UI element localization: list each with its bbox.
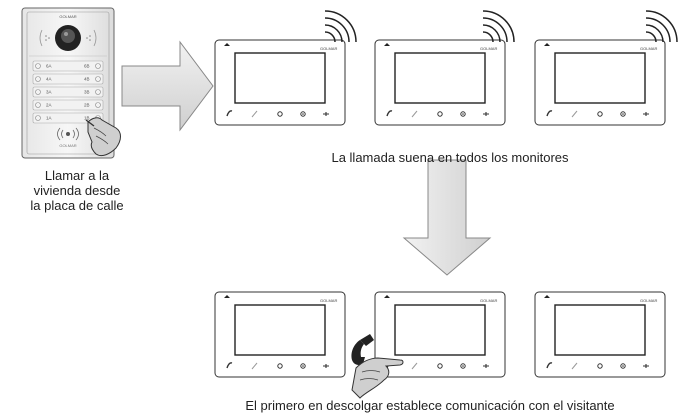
button-label: 1B <box>84 116 90 121</box>
waves-icon <box>482 10 515 43</box>
monitor-brand: GOLMAR <box>480 46 497 51</box>
button-row: 3A 3B <box>32 86 104 98</box>
caption-call-from-panel: Llamar a la vivienda desde la placa de c… <box>30 168 124 213</box>
monitor-bottom-2: GOLMAR <box>374 291 506 378</box>
speaker-grille <box>39 29 97 47</box>
caption-rings-all: La llamada suena en todos los monitores <box>331 150 569 165</box>
monitor-brand: GOLMAR <box>320 46 337 51</box>
button-label: 3A <box>46 90 52 95</box>
panel-brand: GOLMAR <box>59 14 76 19</box>
button-label: 6B <box>84 64 90 69</box>
button-label: 4B <box>84 77 90 82</box>
monitor-bottom-1: GOLMAR <box>214 291 346 378</box>
monitor-top-3: GOLMAR <box>534 39 666 126</box>
button-label: 2B <box>84 103 90 108</box>
waves-icon <box>645 10 678 43</box>
panel-bottom-brand: GOLMAR <box>59 143 76 148</box>
right-arrow <box>121 40 214 132</box>
button-row: 1A 1B <box>32 112 104 124</box>
monitor-brand: GOLMAR <box>320 298 337 303</box>
handset-icon <box>351 334 374 365</box>
call-buttons: 6A 6B 4A 4B 3A 3B 2A <box>32 60 104 124</box>
monitor-brand: GOLMAR <box>640 46 657 51</box>
down-arrow <box>402 159 492 276</box>
pressing-hand-icon <box>85 117 121 157</box>
waves-icon <box>324 10 357 43</box>
button-row: 6A 6B <box>32 60 104 72</box>
monitor-brand: GOLMAR <box>480 298 497 303</box>
caption-first-answer: El primero en descolgar establece comuni… <box>245 398 615 413</box>
answering-hand-icon <box>351 357 404 399</box>
monitor-top-2: GOLMAR <box>374 39 506 126</box>
door-panel: GOLMAR 6A 6B 4A <box>21 7 121 159</box>
monitor-top-1: GOLMAR <box>214 39 346 126</box>
button-label: 3B <box>84 90 90 95</box>
button-label: 6A <box>46 64 52 69</box>
button-row: 2A 2B <box>32 99 104 111</box>
button-row: 4A 4B <box>32 73 104 85</box>
monitor-bottom-3: GOLMAR <box>534 291 666 378</box>
button-label: 4A <box>46 77 52 82</box>
button-label: 2A <box>46 103 52 108</box>
button-label: 1A <box>46 116 52 121</box>
monitor-brand: GOLMAR <box>640 298 657 303</box>
proximity-reader-icon <box>57 127 79 141</box>
camera-icon <box>55 25 81 51</box>
